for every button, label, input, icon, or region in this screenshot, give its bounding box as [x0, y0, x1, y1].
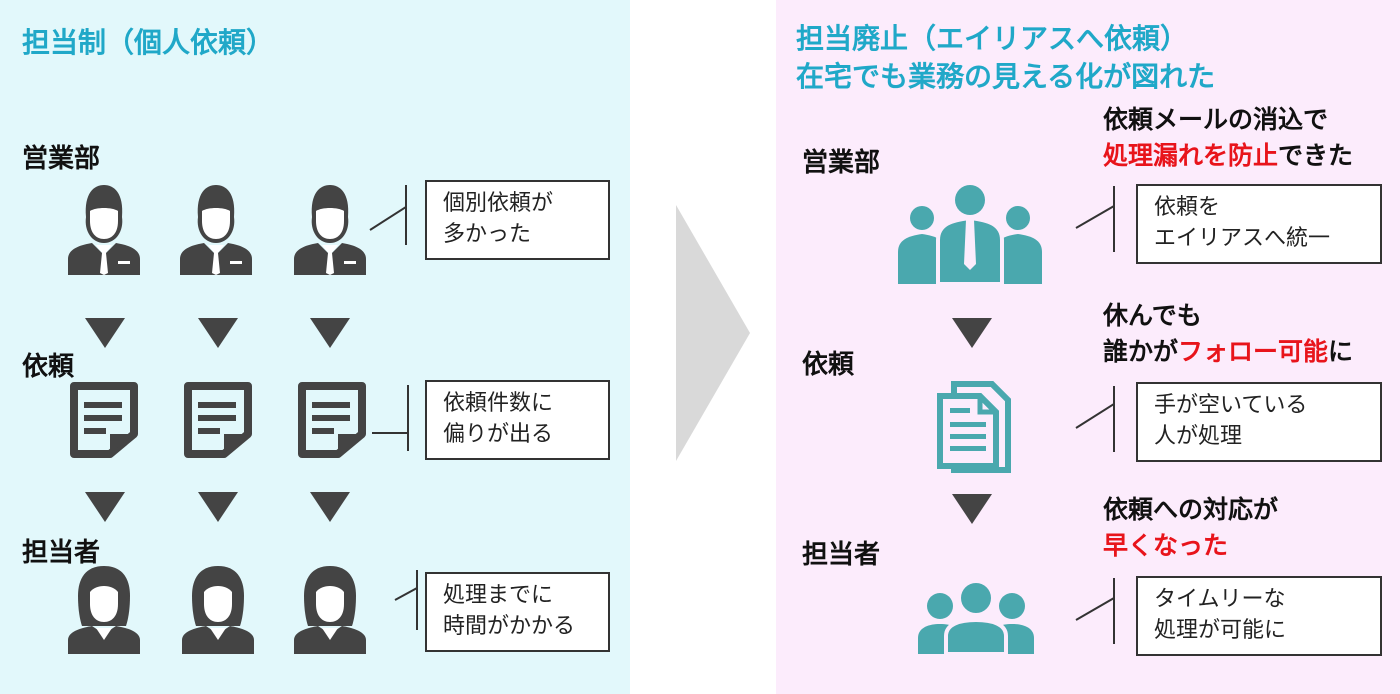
- businessman-icon: [294, 185, 366, 275]
- callout-text: 多かった: [443, 222, 532, 247]
- callout-text: タイムリーな: [1154, 587, 1286, 612]
- right-label-request: 依頼: [802, 350, 855, 380]
- callout-text: 処理が可能に: [1154, 618, 1287, 643]
- callout-connector: [1075, 578, 1115, 644]
- document-icon: [70, 382, 138, 458]
- callout-text: 人が処理: [1154, 424, 1243, 449]
- down-arrow-icon: [198, 492, 238, 522]
- callout-connector: [1075, 186, 1115, 252]
- note-text: に: [1328, 337, 1354, 366]
- note-line: 休んでも: [1103, 301, 1202, 330]
- callout-connector: [369, 185, 407, 245]
- down-arrow-icon: [198, 318, 238, 348]
- documents-icon: [937, 381, 1011, 473]
- document-icon: [298, 382, 366, 458]
- note-line: 早くなった: [1103, 528, 1278, 564]
- callout-text: 時間がかかる: [443, 614, 576, 639]
- businesswoman-icon: [182, 566, 254, 654]
- businesswoman-icon: [68, 566, 140, 654]
- note-faster-response: 依頼への対応が 早くなった: [1103, 492, 1278, 564]
- left-label-assignee: 担当者: [22, 538, 101, 568]
- left-label-request: 依頼: [22, 352, 75, 382]
- note-text: 誰かが: [1103, 337, 1179, 366]
- note-line: 処理漏れを防止できた: [1103, 138, 1353, 174]
- callout-box-unify-alias: 依頼を エイリアスへ統一: [1136, 184, 1382, 264]
- right-panel: 担当廃止（エイリアスへ依頼） 在宅でも業務の見える化が図れた 営業部 依頼 担当…: [776, 0, 1400, 694]
- callout-box-individual-requests: 個別依頼が 多かった: [425, 180, 610, 260]
- left-label-sales: 営業部: [22, 144, 101, 174]
- note-highlight: フォロー可能: [1178, 337, 1329, 366]
- callout-text: 手が空いている: [1154, 393, 1308, 418]
- down-arrow-icon: [952, 494, 992, 524]
- note-highlight: 早くなった: [1103, 531, 1229, 560]
- businessman-icon: [180, 185, 252, 275]
- callout-text: 処理までに: [443, 583, 554, 608]
- callout-connector: [372, 385, 409, 451]
- callout-text: 偏りが出る: [443, 422, 554, 447]
- left-title: 担当制（個人依頼）: [22, 26, 275, 59]
- businesswoman-icon: [294, 566, 366, 654]
- callout-box-available-person: 手が空いている 人が処理: [1136, 382, 1382, 462]
- down-arrow-icon: [85, 318, 125, 348]
- document-icon: [184, 382, 252, 458]
- callout-text: 個別依頼が: [443, 191, 554, 216]
- note-text: できた: [1278, 141, 1354, 170]
- businessman-icon: [68, 185, 140, 275]
- down-arrow-icon: [85, 492, 125, 522]
- note-line: 誰かがフォロー可能に: [1103, 334, 1353, 370]
- note-clear-requests: 依頼メールの消込で 処理漏れを防止できた: [1103, 102, 1353, 174]
- down-arrow-icon: [952, 318, 992, 348]
- callout-connector: [1075, 386, 1115, 452]
- callout-box-timely-processing: タイムリーな 処理が可能に: [1136, 576, 1382, 656]
- right-title-line1: 担当廃止（エイリアスへ依頼）: [796, 22, 1189, 55]
- callout-text: エイリアスへ統一: [1154, 226, 1331, 251]
- left-panel: 担当制（個人依頼） 営業部 依頼 担当者: [0, 0, 630, 694]
- people-icon: [918, 579, 1034, 656]
- callout-text: 依頼を: [1154, 195, 1221, 220]
- down-arrow-icon: [310, 318, 350, 348]
- note-line: 依頼への対応が: [1103, 495, 1279, 524]
- callout-box-uneven-requests: 依頼件数に 偏りが出る: [425, 380, 610, 460]
- transition-arrow-icon: [676, 205, 750, 461]
- note-follow-up: 休んでも 誰かがフォロー可能に: [1103, 298, 1353, 370]
- callout-connector: [394, 570, 418, 630]
- right-label-assignee: 担当者: [802, 540, 881, 570]
- team-icon: [898, 185, 1042, 286]
- down-arrow-icon: [310, 492, 350, 522]
- right-label-sales: 営業部: [802, 148, 881, 178]
- callout-box-slow-processing: 処理までに 時間がかかる: [425, 572, 610, 652]
- note-line: 依頼メールの消込で: [1103, 105, 1329, 134]
- callout-text: 依頼件数に: [443, 391, 554, 416]
- note-highlight: 処理漏れを防止: [1103, 141, 1279, 170]
- right-title-line2: 在宅でも業務の見える化が図れた: [796, 60, 1216, 93]
